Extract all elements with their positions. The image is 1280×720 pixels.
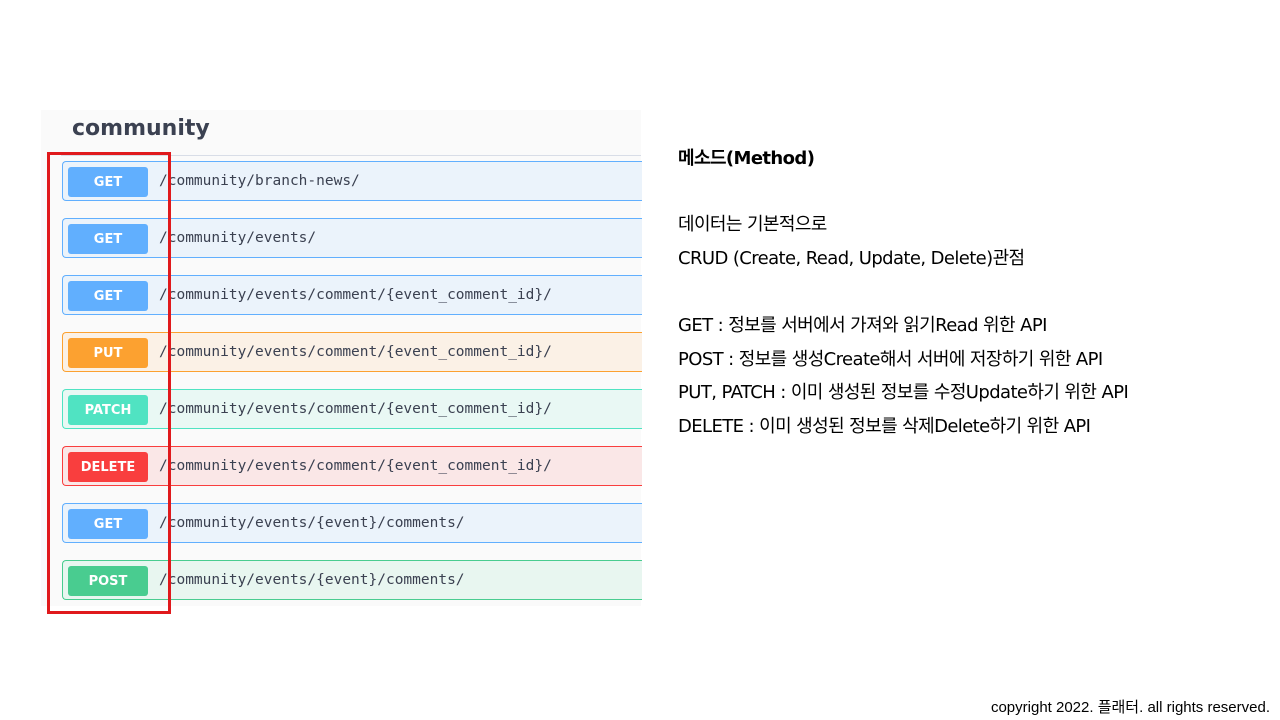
post-description: POST : 정보를 생성Create해서 서버에 저장하기 위한 API bbox=[678, 349, 1103, 370]
method-badge: POST bbox=[68, 566, 148, 596]
operation-row-get-events[interactable]: GET /community/events/ bbox=[62, 218, 642, 258]
section-divider bbox=[61, 155, 641, 156]
swagger-panel: community GET /community/branch-news/ GE… bbox=[41, 110, 642, 606]
operation-row-patch-event-comment[interactable]: PATCH /community/events/comment/{event_c… bbox=[62, 389, 642, 429]
endpoint-path: /community/events/{event}/comments/ bbox=[159, 572, 465, 588]
intro-line-2: CRUD (Create, Read, Update, Delete)관점 bbox=[678, 248, 1025, 269]
method-badge: GET bbox=[68, 509, 148, 539]
method-badge: PUT bbox=[68, 338, 148, 368]
method-badge: GET bbox=[68, 224, 148, 254]
operation-row-post-event-comments[interactable]: POST /community/events/{event}/comments/ bbox=[62, 560, 642, 600]
copyright-footer: copyright 2022. 플래터. all rights reserved… bbox=[990, 699, 1270, 716]
operation-row-get-event-comments[interactable]: GET /community/events/{event}/comments/ bbox=[62, 503, 642, 543]
operation-row-put-event-comment[interactable]: PUT /community/events/comment/{event_com… bbox=[62, 332, 642, 372]
delete-description: DELETE : 이미 생성된 정보를 삭제Delete하기 위한 API bbox=[678, 416, 1091, 437]
section-title[interactable]: community bbox=[72, 116, 210, 141]
notes-heading: 메소드(Method) bbox=[678, 148, 815, 169]
intro-line-1: 데이터는 기본적으로 bbox=[678, 214, 827, 235]
endpoint-path: /community/events/comment/{event_comment… bbox=[159, 287, 552, 303]
endpoint-path: /community/events/{event}/comments/ bbox=[159, 515, 465, 531]
method-badge: GET bbox=[68, 167, 148, 197]
operation-row-delete-event-comment[interactable]: DELETE /community/events/comment/{event_… bbox=[62, 446, 642, 486]
operation-row-get-event-comment[interactable]: GET /community/events/comment/{event_com… bbox=[62, 275, 642, 315]
endpoint-path: /community/events/comment/{event_comment… bbox=[159, 344, 552, 360]
put-patch-description: PUT, PATCH : 이미 생성된 정보를 수정Update하기 위한 AP… bbox=[678, 382, 1129, 403]
endpoint-path: /community/branch-news/ bbox=[159, 173, 360, 189]
endpoint-path: /community/events/ bbox=[159, 230, 317, 246]
endpoint-path: /community/events/comment/{event_comment… bbox=[159, 401, 552, 417]
method-badge: GET bbox=[68, 281, 148, 311]
get-description: GET : 정보를 서버에서 가져와 읽기Read 위한 API bbox=[678, 315, 1047, 336]
operation-row-get-branch-news[interactable]: GET /community/branch-news/ bbox=[62, 161, 642, 201]
endpoint-path: /community/events/comment/{event_comment… bbox=[159, 458, 552, 474]
method-badge: DELETE bbox=[68, 452, 148, 482]
method-badge: PATCH bbox=[68, 395, 148, 425]
